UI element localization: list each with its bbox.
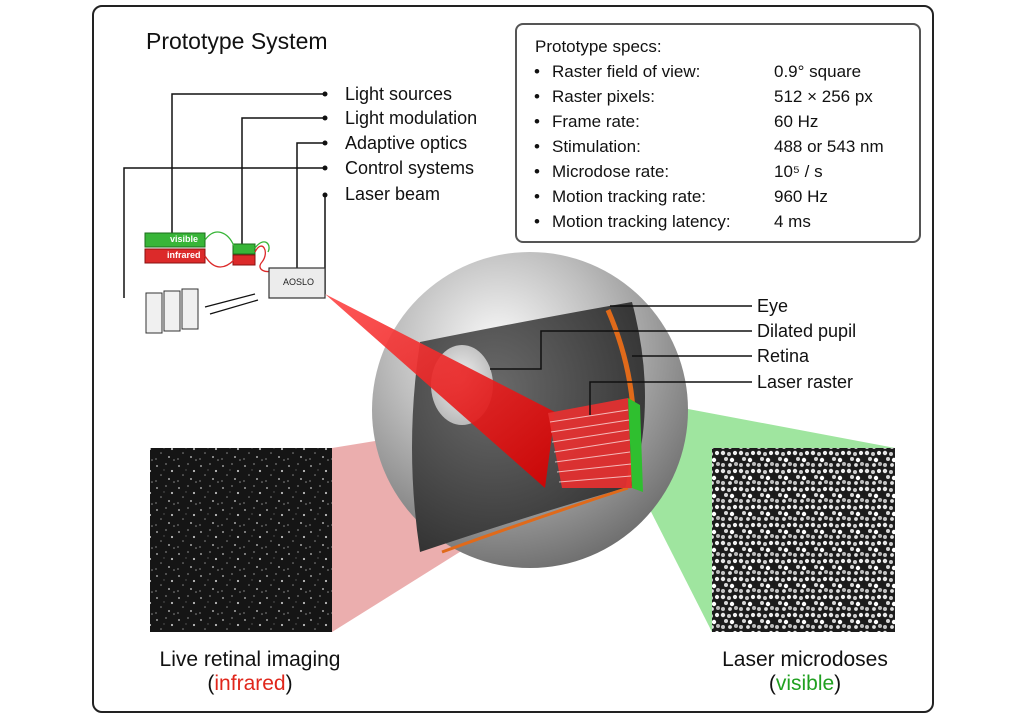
infrared-source-tag: infrared (167, 250, 201, 260)
caption-left-title: Live retinal imaging (159, 648, 341, 671)
laser-raster-label: Laser raster (757, 372, 854, 392)
component-label-adaptive-optics: Adaptive optics (345, 133, 468, 153)
control-connectors (204, 293, 259, 315)
spec-bullet: • (534, 137, 540, 156)
spec-row: • Raster field of view: 0.9° square (534, 62, 914, 84)
spec-row: • Stimulation: 488 or 543 nm (534, 137, 914, 159)
spec-label: Raster field of view: (552, 62, 701, 81)
specs-panel (515, 23, 921, 243)
caption-right-subtitle: (visible) (768, 672, 842, 695)
spec-bullet: • (534, 162, 540, 181)
raster-lines (549, 409, 632, 483)
control-system-towers (145, 288, 199, 334)
component-label-control-systems: Control systems (345, 158, 475, 178)
spec-bullet: • (534, 187, 540, 206)
light-modulator-green (232, 243, 256, 255)
spec-value: 488 or 543 nm (774, 137, 884, 156)
retina-label: Retina (757, 346, 810, 366)
spec-label: Motion tracking latency: (552, 212, 731, 231)
specs-heading: Prototype specs: (535, 37, 662, 56)
visible-raster-edge (628, 398, 643, 492)
laser-raster-shape (548, 398, 632, 488)
spec-row: • Motion tracking rate: 960 Hz (534, 187, 914, 209)
caption-right-title: Laser microdoses (722, 648, 888, 671)
spec-value: 60 Hz (774, 112, 819, 131)
infrared-light-source (144, 248, 206, 264)
fiber-coils (204, 231, 273, 273)
spec-bullet: • (534, 87, 540, 106)
dilated-pupil-label: Dilated pupil (757, 321, 857, 341)
spec-label: Frame rate: (552, 112, 640, 131)
spec-label: Motion tracking rate: (552, 187, 707, 206)
eye-label: Eye (757, 296, 789, 316)
spec-value: 0.9° square (774, 62, 862, 81)
leader-end-dots (322, 91, 328, 198)
spec-row: • Microdose rate: 10⁵ / s (534, 162, 914, 184)
spec-label: Raster pixels: (552, 87, 655, 106)
caption-left: Live retinal imaging (infrared) (120, 648, 380, 696)
spec-label: Stimulation: (552, 137, 641, 156)
spec-label: Microdose rate: (552, 162, 670, 181)
spec-value: 960 Hz (774, 187, 828, 206)
component-label-light-modulation: Light modulation (345, 108, 478, 128)
eye-leader-lines (490, 305, 752, 415)
spec-bullet: • (534, 112, 540, 131)
light-modulator-red (232, 254, 256, 266)
infrared-image-panel (150, 448, 332, 632)
figure-title: Prototype System (146, 28, 328, 54)
spec-value: 10⁵ / s (774, 162, 823, 181)
laser-beam-shape (325, 294, 555, 488)
spec-row: • Frame rate: 60 Hz (534, 112, 914, 134)
spec-row: • Motion tracking latency: 4 ms (534, 212, 914, 234)
spec-value: 4 ms (774, 212, 811, 231)
caption-left-color-word: infrared (214, 672, 286, 695)
caption-right: Laser microdoses (visible) (690, 648, 920, 696)
spec-bullet: • (534, 62, 540, 81)
spec-bullet: • (534, 212, 540, 231)
caption-right-color-word: visible (775, 672, 835, 695)
component-leader-lines (123, 93, 326, 298)
component-label-light-sources: Light sources (345, 84, 453, 104)
visible-image-panel (712, 448, 895, 632)
visible-source-tag: visible (170, 234, 199, 244)
caption-left-subtitle: (infrared) (207, 672, 293, 695)
aoslo-box (268, 267, 326, 299)
spec-value: 512 × 256 px (774, 87, 873, 106)
aoslo-tag: AOSLO (283, 277, 315, 287)
component-label-laser-beam: Laser beam (345, 184, 441, 204)
retina-layer-bottom (441, 486, 629, 554)
spec-row: • Raster pixels: 512 × 256 px (534, 87, 914, 109)
